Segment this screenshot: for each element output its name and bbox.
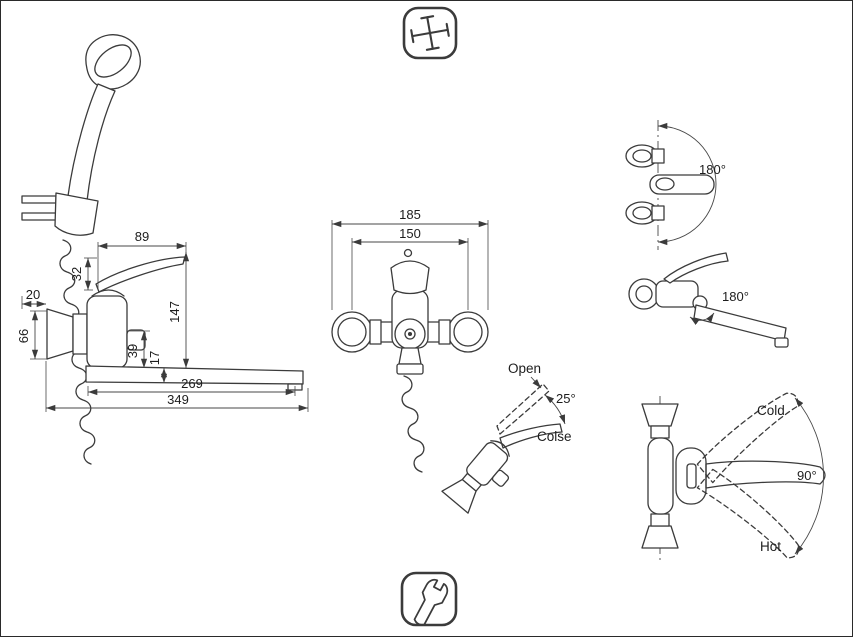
front-view-dimensions: 185 150 — [331, 207, 489, 310]
dim-89-label: 89 — [135, 229, 149, 244]
dim-17: 17 — [147, 351, 168, 383]
angle-180-top-label: 180° — [699, 162, 726, 177]
dim-39-label: 39 — [125, 344, 140, 358]
dim-150-label: 150 — [399, 226, 421, 241]
dim-32-label: 32 — [69, 267, 84, 281]
dim-20-label: 20 — [26, 287, 40, 302]
dim-39: 39 — [125, 330, 150, 368]
wrench-icon — [400, 571, 458, 627]
lever-open-position — [496, 383, 550, 435]
dimension-crosshair-icon — [402, 6, 458, 60]
angle-25-arc — [544, 394, 566, 425]
dim-269-label: 269 — [181, 376, 203, 391]
close-label: Colse — [537, 429, 572, 444]
spout-view-body — [628, 252, 789, 348]
angle-180-side-label: 180° — [722, 289, 749, 304]
shower-bracket — [21, 192, 99, 236]
cold-label: Cold — [757, 403, 785, 418]
plan-view-swivel: 180° — [625, 120, 726, 250]
angle-180-arc-top — [657, 122, 717, 246]
mixer-body-side — [46, 256, 304, 391]
angle-90-label: 90° — [797, 468, 817, 483]
dim-17-label: 17 — [147, 351, 162, 365]
dim-185: 185 — [331, 207, 489, 310]
handle-center-position — [705, 460, 826, 489]
dim-185-label: 185 — [399, 207, 421, 222]
open-label: Open — [508, 361, 541, 376]
dim-147: 147 — [167, 252, 190, 368]
spout-swivel-view: 180° — [628, 252, 789, 348]
dim-269: 269 — [87, 376, 296, 396]
hot-label: Hot — [760, 539, 781, 554]
side-view-dimensions: 89 32 147 39 17 — [16, 229, 309, 412]
dim-66: 66 — [16, 310, 47, 360]
hand-shower-head — [67, 34, 141, 202]
open-leader-arrow — [530, 376, 542, 389]
side-view-with-shower: 89 32 147 39 17 — [16, 34, 309, 465]
angle-90-arc — [794, 397, 824, 555]
dim-20: 20 — [21, 287, 46, 309]
lever-angle-view: Open 25° Colse — [441, 361, 576, 514]
dim-150: 150 — [351, 226, 469, 310]
dim-147-label: 147 — [167, 301, 182, 323]
angle-180-arc-side — [689, 312, 715, 325]
dim-32: 32 — [69, 257, 97, 291]
dim-349: 349 — [45, 361, 309, 412]
dim-349-label: 349 — [167, 392, 189, 407]
rotation-view-body — [641, 403, 707, 549]
front-view: 185 150 — [331, 207, 489, 473]
angle-25-label: 25° — [556, 391, 576, 406]
handle-rotation-view: Cold 90° Hot — [641, 392, 826, 562]
dim-66-label: 66 — [16, 329, 31, 343]
front-view-body — [331, 248, 489, 375]
front-hose — [401, 375, 425, 473]
lever-closed-position — [499, 423, 563, 449]
lever-view-body — [441, 440, 510, 514]
